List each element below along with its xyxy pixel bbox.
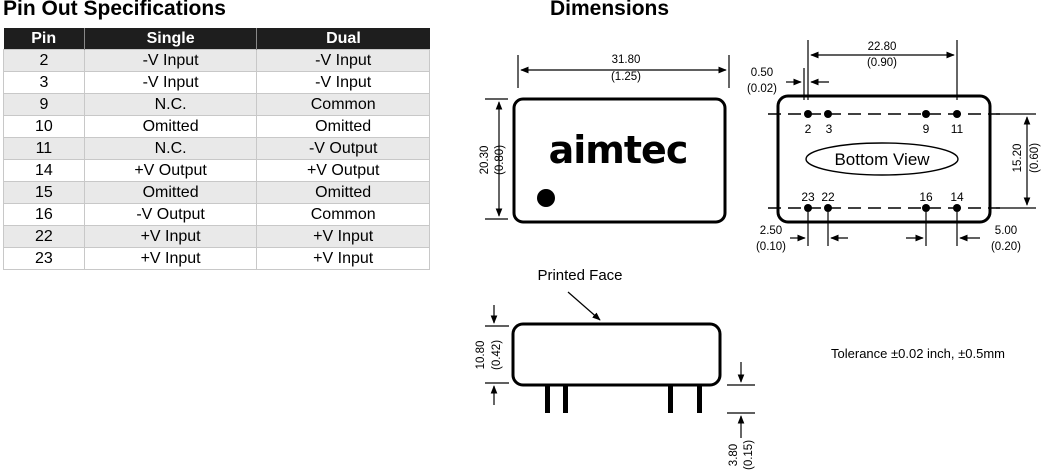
pin-spacing-mm: 2.50	[760, 225, 782, 237]
dual-cell: Omitted	[256, 181, 430, 204]
pin-pitch-mm: 22.80	[868, 41, 897, 53]
dual-cell: +V Output	[256, 159, 430, 182]
pin-cell: 14	[3, 159, 85, 182]
dual-cell: Common	[256, 203, 430, 226]
pin-length-in: (0.15)	[743, 440, 755, 470]
pin-leg	[563, 385, 568, 413]
row-spacing-in: (0.60)	[1029, 143, 1041, 173]
length-in: (1.25)	[611, 71, 641, 83]
single-cell: Omitted	[83, 115, 258, 138]
pin-number: 9	[923, 122, 930, 136]
body-height-in: (0.42)	[491, 340, 503, 370]
side-view: Printed Face 10.80 (0.42) 3.80 (0.15)	[475, 267, 755, 470]
height-mm: 20.30	[479, 146, 491, 175]
pin-dot	[824, 204, 832, 212]
pin-dot	[804, 110, 812, 118]
header-single: Single	[83, 28, 257, 50]
edge-offset-mm: 0.50	[751, 67, 773, 79]
row-spacing-mm: 15.20	[1012, 144, 1024, 173]
pin-spacing2-mm: 5.00	[995, 225, 1017, 237]
single-cell: N.C.	[83, 93, 258, 116]
dual-cell: Omitted	[256, 115, 430, 138]
pin-number: 23	[801, 190, 815, 204]
pin-leg	[668, 385, 673, 413]
table-row: 14+V Output+V Output	[3, 159, 430, 182]
dimensions-title: Dimensions	[550, 0, 670, 20]
table-row: 22+V Input+V Input	[3, 225, 430, 248]
printed-face-pointer	[567, 291, 601, 321]
table-row: 23+V Input+V Input	[3, 247, 430, 270]
pin-number: 22	[821, 190, 835, 204]
pin-cell: 23	[3, 247, 85, 270]
single-cell: -V Output	[83, 203, 258, 226]
pin-dot	[922, 204, 930, 212]
single-cell: -V Input	[83, 71, 258, 94]
dual-cell: +V Input	[256, 225, 430, 248]
bottom-view-label-oval	[805, 142, 959, 176]
dual-cell: +V Input	[256, 247, 430, 270]
header-pin: Pin	[3, 28, 85, 50]
pin-dot	[953, 204, 961, 212]
dual-cell: Common	[256, 93, 430, 116]
pin-cell: 22	[3, 225, 85, 248]
single-cell: Omitted	[83, 181, 258, 204]
side-view-body	[511, 322, 722, 387]
table-header-row: Pin Single Dual	[3, 28, 430, 50]
pin-cell: 11	[3, 137, 85, 160]
printed-face-label: Printed Face	[537, 267, 622, 284]
pin-dot	[922, 110, 930, 118]
pin1-marker-dot	[537, 189, 555, 207]
single-cell: +V Input	[83, 247, 258, 270]
pin-dot	[824, 110, 832, 118]
dual-cell: -V Output	[256, 137, 430, 160]
pin-number: 16	[919, 190, 933, 204]
top-view: aimtec 31.80 (1.25) 20.30 (0.80)	[479, 54, 730, 224]
pin-cell: 15	[3, 181, 85, 204]
pin-leg	[545, 385, 550, 413]
pin-pitch-in: (0.90)	[867, 57, 897, 69]
dual-cell: -V Input	[256, 49, 430, 72]
aimtec-logo: aimtec	[549, 128, 688, 172]
pin-number: 3	[826, 122, 833, 136]
pinout-table: Pin Single Dual 2-V Input-V Input 3-V In…	[3, 28, 430, 270]
single-cell: -V Input	[83, 49, 258, 72]
bottom-view: 2 3 9 11 23 22 16 14 Bottom View 22.80 (…	[747, 40, 1041, 253]
edge-offset-in: (0.02)	[747, 83, 777, 95]
dimensions-drawing: aimtec 31.80 (1.25) 20.30 (0.80) 2 3 9 1…	[475, 40, 1041, 470]
header-dual: Dual	[256, 28, 430, 50]
pin-cell: 16	[3, 203, 85, 226]
pin-leg	[697, 385, 702, 413]
pin-number: 2	[805, 122, 812, 136]
pin-cell: 2	[3, 49, 85, 72]
single-cell: +V Input	[83, 225, 258, 248]
top-view-body	[512, 97, 727, 224]
pin-dot	[804, 204, 812, 212]
body-height-mm: 10.80	[475, 341, 487, 370]
pin-spacing2-in: (0.20)	[991, 241, 1021, 253]
bottom-view-label: Bottom View	[834, 150, 930, 169]
pin-cell: 9	[3, 93, 85, 116]
height-in: (0.80)	[494, 145, 506, 175]
pin-length-mm: 3.80	[728, 444, 740, 466]
tolerance-note: Tolerance ±0.02 inch, ±0.5mm	[831, 346, 1005, 361]
dual-cell: -V Input	[256, 71, 430, 94]
pin-cell: 3	[3, 71, 85, 94]
pin-number: 11	[951, 122, 964, 136]
single-cell: N.C.	[83, 137, 258, 160]
pin-spacing-in: (0.10)	[756, 241, 786, 253]
single-cell: +V Output	[83, 159, 258, 182]
pin-number: 14	[950, 190, 964, 204]
length-mm: 31.80	[612, 54, 641, 66]
table-row: 2-V Input-V Input	[3, 49, 430, 72]
pin-cell: 10	[3, 115, 85, 138]
pin-dot	[953, 110, 961, 118]
pinout-title: Pin Out Specifications	[3, 0, 226, 20]
table-row: 3-V Input-V Input	[3, 71, 430, 94]
